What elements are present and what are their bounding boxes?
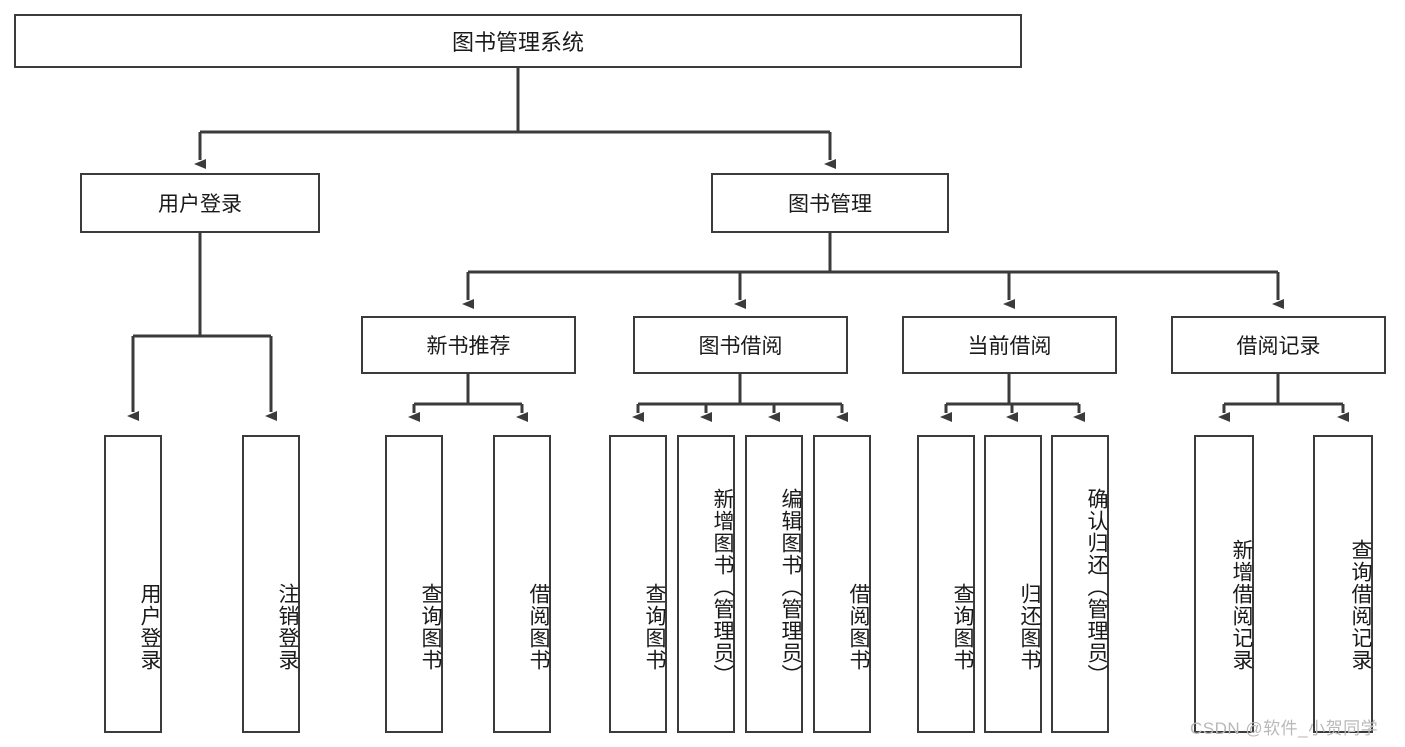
node-leaf-query-book-1-label: 查询图书 xyxy=(419,583,442,671)
node-current-borrow-label: 当前借阅 xyxy=(967,335,1052,358)
node-leaf-query-record[interactable]: 查询借阅记录 xyxy=(1313,435,1373,733)
node-root[interactable]: 图书管理系统 xyxy=(14,14,1022,68)
node-new-book-recommend[interactable]: 新书推荐 xyxy=(361,316,576,374)
node-leaf-user-login-label: 用户登录 xyxy=(138,583,161,671)
node-book-manage[interactable]: 图书管理 xyxy=(711,173,949,233)
node-leaf-add-book-label: 新增图书（管理员） xyxy=(711,488,734,686)
node-leaf-user-login[interactable]: 用户登录 xyxy=(104,435,162,733)
node-new-book-recommend-label: 新书推荐 xyxy=(426,335,511,358)
node-book-borrow-label: 图书借阅 xyxy=(698,335,783,358)
node-leaf-borrow-book-1-label: 借阅图书 xyxy=(527,583,550,671)
node-leaf-add-book[interactable]: 新增图书（管理员） xyxy=(677,435,735,733)
node-leaf-edit-book-label: 编辑图书（管理员） xyxy=(779,488,802,686)
node-leaf-query-book-3[interactable]: 查询图书 xyxy=(917,435,975,733)
node-borrow-record[interactable]: 借阅记录 xyxy=(1171,316,1386,374)
node-leaf-user-logout[interactable]: 注销登录 xyxy=(242,435,300,733)
node-leaf-query-book-1[interactable]: 查询图书 xyxy=(385,435,443,733)
node-leaf-return-book[interactable]: 归还图书 xyxy=(984,435,1042,733)
node-leaf-borrow-book-2[interactable]: 借阅图书 xyxy=(813,435,871,733)
node-root-label: 图书管理系统 xyxy=(451,30,584,55)
node-leaf-confirm-return-label: 确认归还（管理员） xyxy=(1085,488,1108,686)
node-book-manage-label: 图书管理 xyxy=(788,193,872,216)
node-user-login-label: 用户登录 xyxy=(158,193,242,216)
node-leaf-add-record[interactable]: 新增借阅记录 xyxy=(1194,435,1254,733)
node-borrow-record-label: 借阅记录 xyxy=(1236,335,1321,358)
node-current-borrow[interactable]: 当前借阅 xyxy=(902,316,1117,374)
node-leaf-return-book-label: 归还图书 xyxy=(1018,583,1041,671)
node-leaf-user-logout-label: 注销登录 xyxy=(276,583,299,671)
node-leaf-borrow-book-2-label: 借阅图书 xyxy=(847,583,870,671)
node-leaf-confirm-return[interactable]: 确认归还（管理员） xyxy=(1051,435,1109,733)
node-user-login[interactable]: 用户登录 xyxy=(80,173,320,233)
node-leaf-query-book-3-label: 查询图书 xyxy=(951,583,974,671)
node-leaf-query-book-2[interactable]: 查询图书 xyxy=(609,435,667,733)
node-leaf-query-record-label: 查询借阅记录 xyxy=(1349,539,1372,671)
node-leaf-add-record-label: 新增借阅记录 xyxy=(1230,539,1253,671)
node-leaf-query-book-2-label: 查询图书 xyxy=(643,583,666,671)
node-leaf-edit-book[interactable]: 编辑图书（管理员） xyxy=(745,435,803,733)
node-leaf-borrow-book-1[interactable]: 借阅图书 xyxy=(493,435,551,733)
node-book-borrow[interactable]: 图书借阅 xyxy=(633,316,848,374)
watermark: CSDN @软件_小贺同学 xyxy=(1190,719,1379,738)
